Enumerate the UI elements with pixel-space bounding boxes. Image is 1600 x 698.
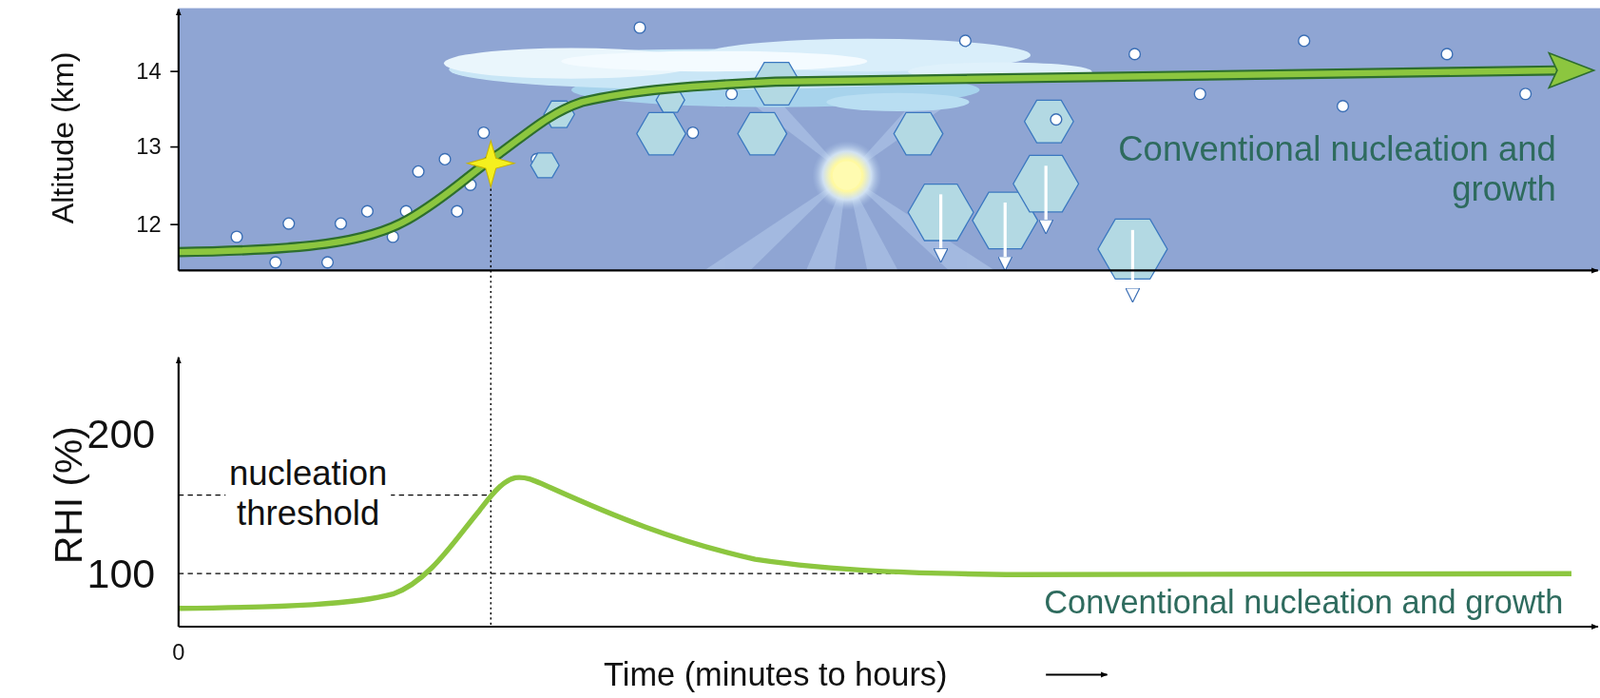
aerosol-particle [687, 127, 699, 139]
ice-crystal [1024, 99, 1075, 143]
sun [811, 140, 882, 211]
ice-crystal [893, 112, 944, 155]
regime-label: Conventional nucleation and growth [1111, 129, 1557, 210]
aerosol-particle [335, 217, 347, 230]
figure-part [560, 51, 868, 72]
sun-core [832, 161, 862, 191]
aerosol-particle [361, 205, 373, 217]
air-parcel-trajectory [178, 70, 1557, 252]
nucleation-star [467, 140, 515, 187]
aerosol-particle [1520, 88, 1532, 100]
axis-title: RHI (%) [47, 425, 93, 564]
aerosol-particle [959, 35, 971, 47]
aerosol-particle [269, 256, 282, 269]
threshold-label: nucleation threshold [225, 452, 391, 533]
tick-label: 14 [135, 58, 161, 85]
time-axis-bottom [178, 625, 1599, 628]
rhi-axis [177, 357, 180, 627]
aerosol-particle [451, 205, 463, 217]
aerosol-particle [726, 88, 738, 100]
figure-part [826, 93, 969, 112]
air-parcel-trajectory-outline [178, 70, 1557, 252]
nucleation-time-guide [490, 168, 492, 627]
aerosol-particle [322, 256, 334, 269]
axis-title: Altitude (km) [45, 52, 81, 225]
fall-arrow [1044, 165, 1048, 232]
aerosol-particle [231, 231, 243, 243]
sun-rays [704, 96, 996, 270]
ice-crystal [737, 112, 788, 155]
aerosol-particle [283, 217, 295, 230]
aerosol-particle [1298, 35, 1311, 47]
aerosol-particle [1050, 114, 1062, 126]
aerosol-particle [412, 165, 425, 177]
ice-crystal [636, 112, 687, 155]
tick [170, 70, 179, 73]
fall-arrow [1003, 202, 1007, 269]
aerosol-particle [478, 127, 490, 139]
trajectory-arrowhead [1548, 53, 1594, 88]
time-arrow [1045, 673, 1107, 675]
tick [170, 223, 179, 226]
sky-panel [178, 8, 1600, 271]
aerosol-particle [1441, 48, 1453, 60]
time-axis-top [178, 269, 1599, 271]
tick-label: 200 [87, 409, 156, 457]
axis-title: Time (minutes to hours) [603, 655, 947, 694]
fall-arrow [939, 193, 943, 260]
tick-label: 100 [87, 550, 156, 598]
altitude-axis [177, 9, 180, 271]
aerosol-particle [1337, 100, 1350, 113]
aerosol-particle [634, 21, 646, 34]
regime-label: Conventional nucleation and growth [1043, 583, 1563, 621]
aerosol-particle [439, 154, 451, 166]
tick-label: 0 [172, 638, 185, 665]
ice-crystal [530, 153, 560, 178]
aerosol-particle [1129, 48, 1141, 60]
fall-arrow [1131, 230, 1135, 300]
aerosol-particle [1194, 88, 1206, 100]
tick-label: 12 [135, 212, 161, 238]
tick [170, 146, 179, 149]
tick-label: 13 [135, 134, 161, 160]
